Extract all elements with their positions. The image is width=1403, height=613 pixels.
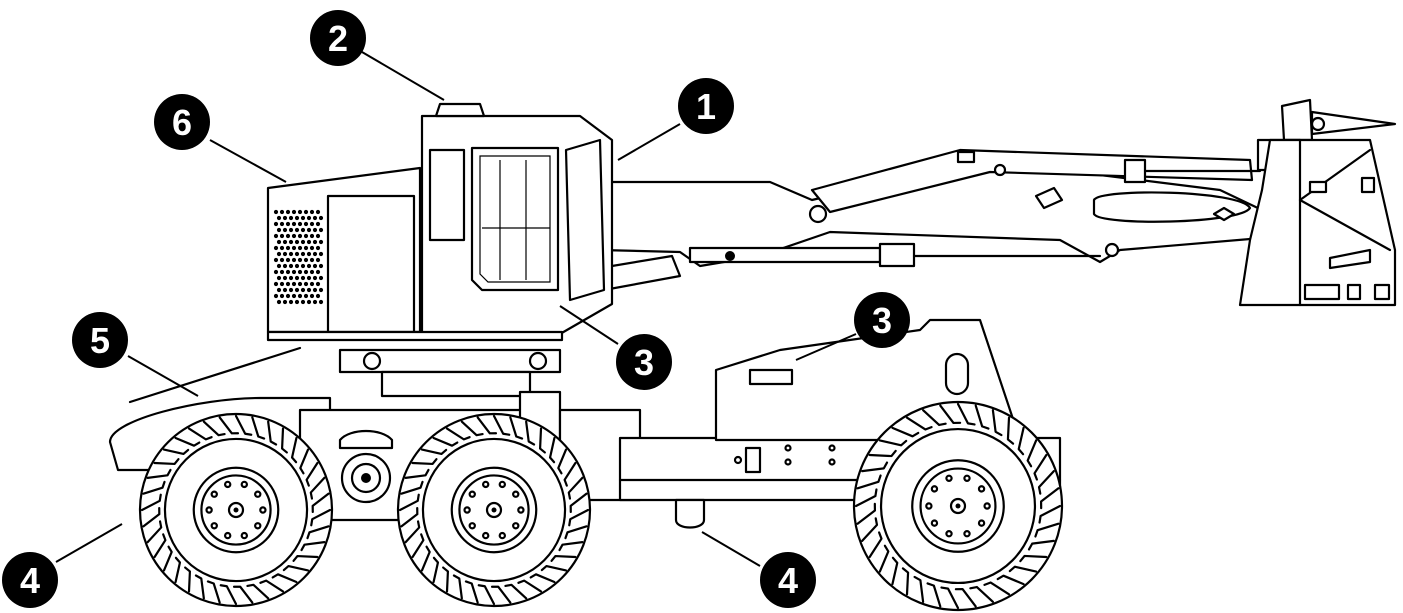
callout-number: 4 (20, 560, 40, 601)
wheels (138, 400, 1064, 612)
cab-and-engine (266, 102, 614, 342)
callout-c5: 5 (72, 312, 199, 397)
callout-leader-line (559, 305, 619, 345)
callout-number: 5 (90, 320, 110, 361)
callout-number: 6 (172, 102, 192, 143)
callout-badge (854, 292, 910, 348)
callout-leader-line (795, 333, 857, 361)
callout-number: 3 (872, 300, 892, 341)
callout-c6: 6 (154, 94, 287, 183)
boom-assembly (598, 148, 1264, 292)
rear-inner-wheel (396, 412, 592, 608)
callout-leader-line (361, 51, 445, 101)
callout-badge (678, 78, 734, 134)
callout-number: 4 (778, 560, 798, 601)
callout-number: 3 (634, 342, 654, 383)
callout-badge (154, 94, 210, 150)
callout-c1: 1 (617, 78, 734, 161)
callout-badge (72, 312, 128, 368)
felling-head (1238, 98, 1397, 307)
callout-leader-line (701, 531, 761, 567)
callout-number: 1 (696, 86, 716, 127)
callout-c3a: 3 (559, 305, 672, 390)
callout-badge (616, 334, 672, 390)
callout-c3b: 3 (795, 292, 910, 361)
engine-vent-grille (273, 209, 324, 305)
callout-leader-line (127, 355, 199, 397)
rear-outer-wheel (138, 412, 334, 608)
callout-badge (310, 10, 366, 66)
callout-number: 2 (328, 18, 348, 59)
callout-leader-line (209, 139, 287, 183)
front-wheel (852, 400, 1064, 612)
bogie-hub (338, 429, 394, 504)
callout-leader-line (617, 123, 681, 161)
callout-badge (760, 552, 816, 608)
callout-c2: 2 (310, 10, 445, 101)
callout-c4b: 4 (701, 531, 816, 608)
callout-badge (2, 552, 58, 608)
callout-c4a: 4 (2, 523, 123, 608)
callouts: 1 2 6 5 3 3 4 4 (2, 10, 910, 608)
callout-leader-line (55, 523, 123, 563)
